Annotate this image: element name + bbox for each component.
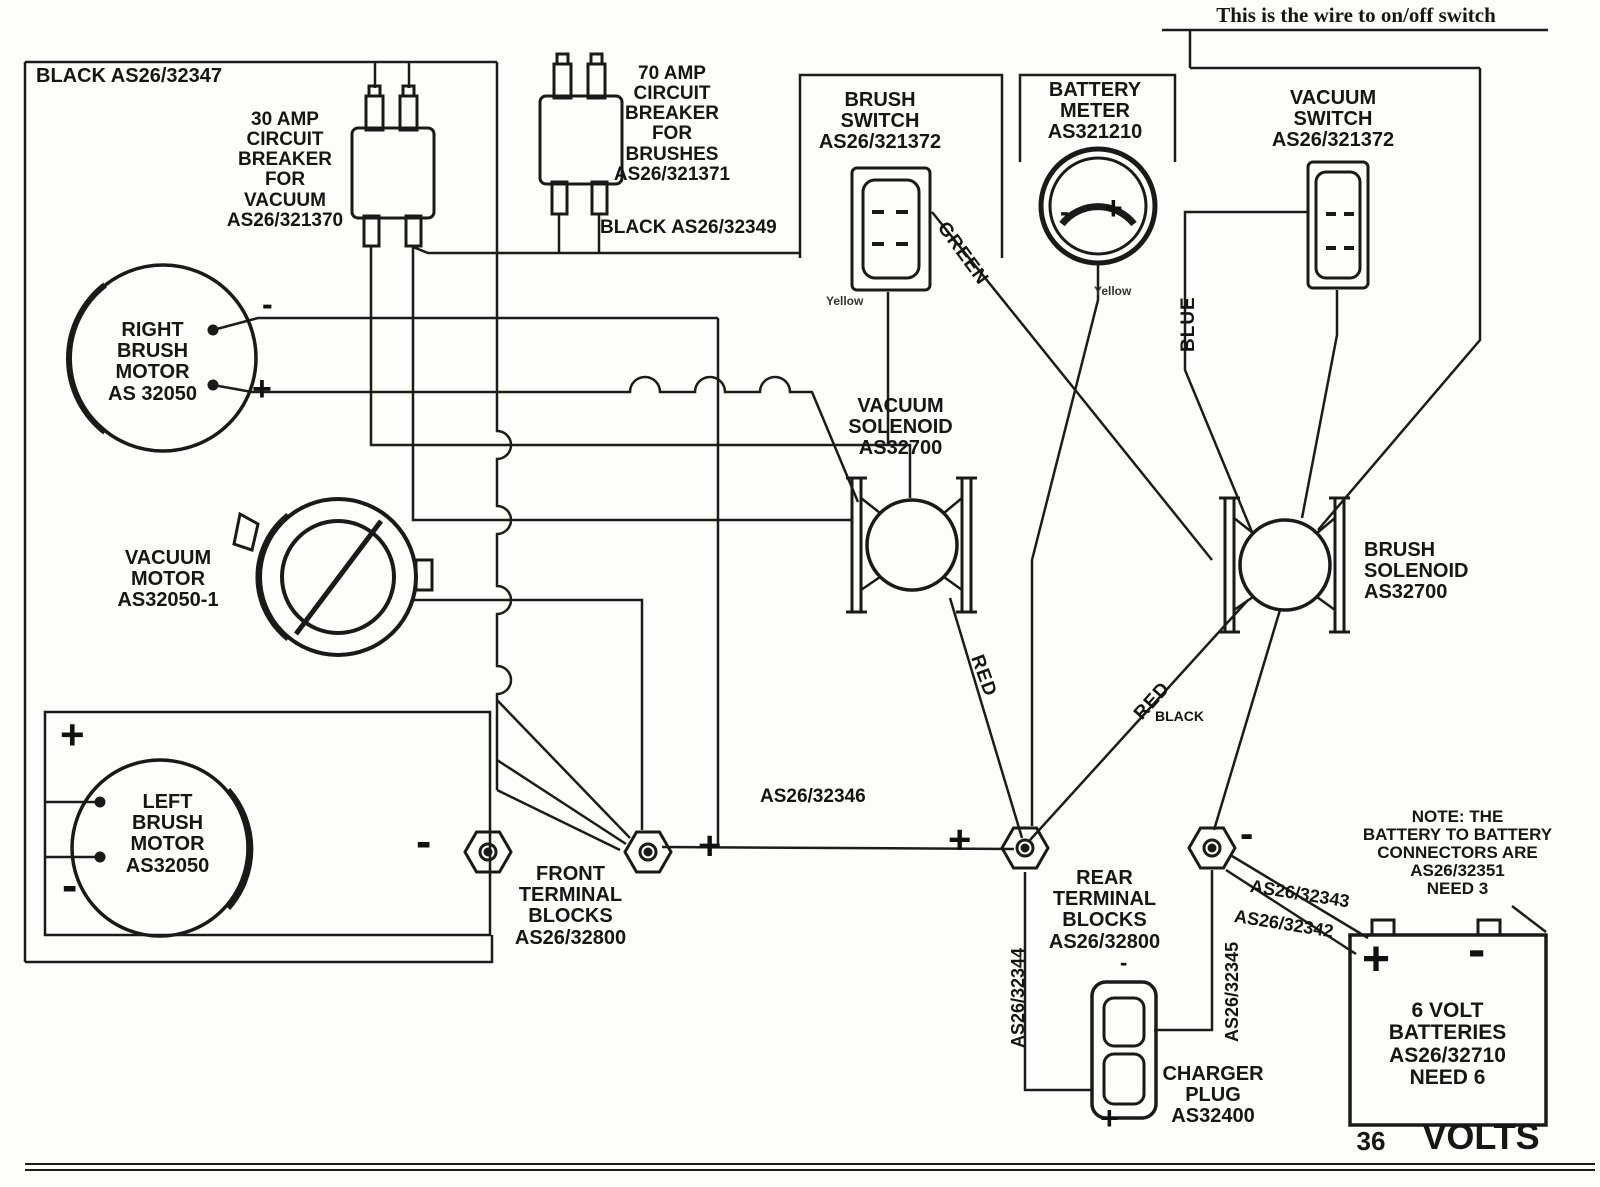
wire-label-blue: BLUE [1178,296,1199,352]
left-motor-minus: - [62,859,78,911]
charger-plus: + [1100,1100,1119,1136]
wire-label-as26-32345: AS26/32345 [1222,941,1242,1042]
battery-bank-symbol [1348,918,1548,1127]
vacuum-solenoid-symbol [846,476,977,614]
label-black-32347: BLACK AS26/32347 [36,65,223,87]
label-brush-switch: BRUSH SWITCH AS26/321372 [818,89,942,154]
wire-black-32349 [412,245,800,255]
label-vacuum-solenoid: VACUUM SOLENOID AS32700 [848,395,953,460]
label-volts-number: 36 [1356,1126,1386,1156]
label-breaker-70a: 70 AMP CIRCUIT BREAKER FOR BRUSHES AS26/… [613,63,731,185]
battery-minus: - [1468,921,1486,979]
wire-label-as26-32346: AS26/32346 [760,786,866,807]
left-motor-plus: + [60,711,85,758]
label-vacuum-motor: VACUUM MOTOR AS32050-1 [117,547,219,612]
wire-red-right [1029,599,1249,841]
wire-label-as26-32344: AS26/32344 [1008,947,1028,1048]
label-vacuum-switch: VACUUM SWITCH AS26/321372 [1271,87,1395,152]
onoff-note: This is the wire to on/off switch [1216,3,1496,27]
wire-green [931,211,1213,561]
brush-switch-symbol [850,166,932,292]
wire-black-short [1212,609,1282,831]
wire-as26-32344 [1023,872,1092,1092]
front-terminal-hex-2 [623,830,673,874]
right-motor-plus: + [252,370,272,408]
battery-meter-gauge [1038,146,1158,266]
label-breaker-30a: 30 AMP CIRCUIT BREAKER FOR VACUUM AS26/3… [226,109,344,231]
wire-label-black-short: BLACK [1155,708,1204,724]
wire-tag-yellow-2: Yellow [1094,284,1132,298]
label-charger-plug: CHARGER PLUG AS32400 [1162,1063,1264,1128]
wire-blue [1183,210,1308,533]
label-battery-note: NOTE: THE BATTERY TO BATTERY CONNECTORS … [1362,807,1553,899]
wire-red-left [948,597,1024,839]
wire-layer [23,28,1595,1171]
wire-as26-32342 [1225,868,1357,956]
wire-as26-32346 [661,845,1015,851]
rear-terminal-hex-2 [1187,826,1237,870]
battery-plus: + [1362,933,1391,986]
brush-solenoid-symbol [1219,496,1350,634]
charger-plug-symbol [1090,980,1158,1120]
right-motor-minus: - [262,286,273,322]
circuit-breaker-70a-symbol [538,52,624,216]
label-front-terminal: FRONT TERMINAL BLOCKS AS26/32800 [514,863,627,949]
label-battery-meter: BATTERY METER AS321210 [1047,79,1143,144]
left-brush-motor-symbol [43,710,492,938]
front-terminal-hex-1 [463,830,513,874]
rear-terminal-hex-1 [1000,826,1050,870]
rear-terminal-minus: - [1240,812,1254,856]
harness-right-edge [495,62,513,790]
rear-terminal-plus: + [948,818,972,862]
note-pointer [1511,905,1547,933]
circuit-breaker-30a-symbol [350,84,436,248]
meter-minus: - [1060,196,1070,227]
vacuum-switch-symbol [1306,160,1370,290]
label-left-brush-motor: LEFT BRUSH MOTOR AS32050 [125,791,210,877]
front-terminal-plus: + [698,824,722,868]
battery-meter-enclosure [1018,73,1177,162]
brush-switch-enclosure [798,73,1004,258]
label-rear-terminal: REAR TERMINAL BLOCKS AS26/32800 [1048,867,1161,953]
vacuum-motor-symbol [232,497,434,657]
component-layer [43,52,1548,1127]
label-volts-word: VOLTS [1422,1116,1540,1157]
label-black-32349: BLACK AS26/32349 [600,217,777,238]
wire-onoff [1188,30,1482,531]
wire-as26-32345 [1154,870,1214,1032]
label-right-brush-motor: RIGHT BRUSH MOTOR AS 32050 [108,319,197,405]
right-brush-motor-symbol [65,263,258,453]
label-brush-solenoid: BRUSH SOLENOID AS32700 [1364,539,1469,604]
front-terminal-minus: - [416,815,432,867]
wire-tag-yellow-1: Yellow [826,294,864,308]
scan-border [25,1163,1595,1171]
wire-as26-32343 [1231,854,1369,940]
charger-minus: - [1120,950,1128,975]
label-batteries: 6 VOLT BATTERIES AS26/32710 NEED 6 [1388,999,1507,1089]
meter-plus: + [1104,190,1123,226]
wire-coil-crossover [212,375,860,503]
